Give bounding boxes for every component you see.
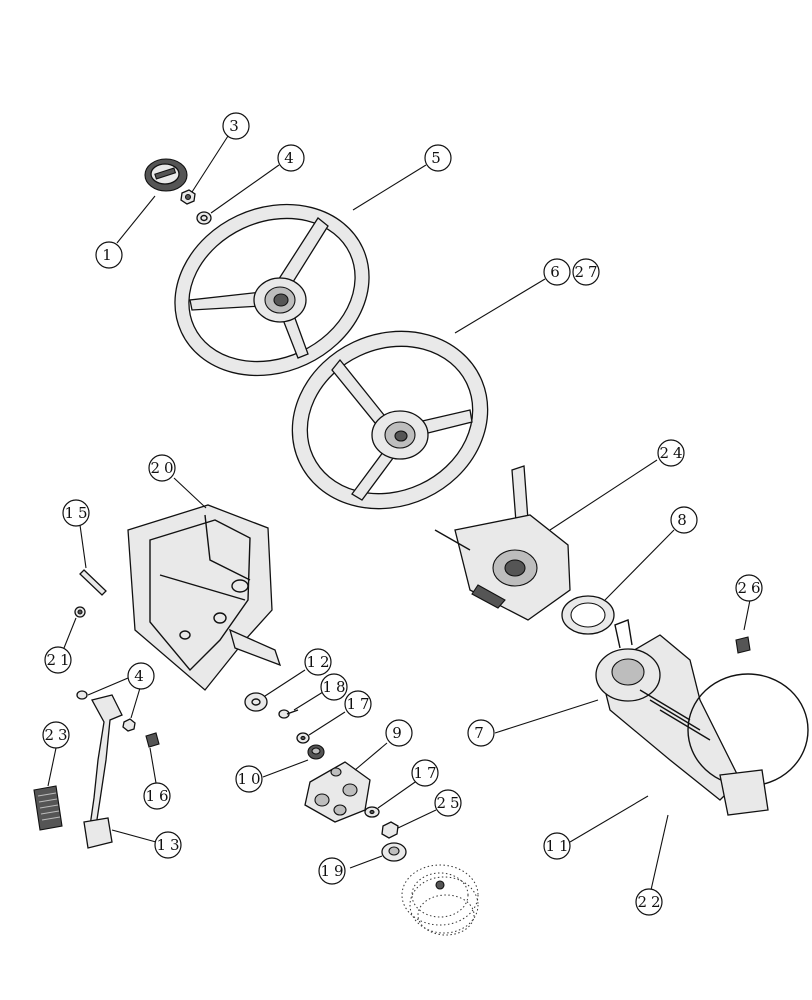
- svg-text:21: 21: [46, 651, 73, 669]
- callout-17-lower: 17: [411, 759, 440, 787]
- callout-3: 3: [222, 112, 250, 140]
- svg-text:9: 9: [392, 724, 406, 742]
- part-4-fastener-lower: [76, 690, 136, 732]
- svg-text:3: 3: [229, 117, 243, 135]
- part-13-pedal-arm: [83, 694, 123, 849]
- svg-text:25: 25: [436, 794, 463, 812]
- part-20-bracket: [127, 504, 282, 691]
- svg-text:10: 10: [237, 770, 264, 788]
- part-19-seal: [381, 842, 407, 862]
- callouts: 1 3 4 5 6 27 20 24: [42, 112, 764, 916]
- callout-21: 21: [44, 646, 73, 674]
- callout-7: 7: [467, 719, 495, 747]
- svg-text:1: 1: [102, 246, 116, 264]
- leader-lines: [47, 135, 751, 891]
- part-24-control-head: [434, 465, 571, 621]
- part-6-steering-wheel: [291, 330, 489, 510]
- callout-12: 12: [304, 648, 333, 676]
- part-17-washer-lower: [364, 806, 380, 818]
- svg-text:5: 5: [431, 149, 445, 167]
- part-5-steering-wheel: [174, 203, 370, 377]
- part-17-washer-upper: [296, 732, 310, 744]
- callout-20: 20: [148, 454, 177, 482]
- callout-9: 9: [385, 719, 413, 747]
- part-3-nut: [180, 189, 196, 205]
- part-4-washer: [196, 211, 212, 225]
- part-25-nut: [381, 821, 399, 839]
- svg-text:11: 11: [545, 837, 572, 855]
- svg-text:19: 19: [320, 862, 347, 880]
- callout-8: 8: [670, 506, 698, 534]
- phantom-assembly: [401, 864, 479, 936]
- callout-10: 10: [235, 765, 264, 793]
- part-16-pad: [145, 732, 160, 748]
- svg-text:24: 24: [659, 444, 686, 462]
- svg-text:27: 27: [574, 263, 601, 281]
- part-10-bushing: [307, 744, 325, 760]
- svg-text:13: 13: [156, 836, 183, 854]
- svg-text:15: 15: [64, 504, 91, 522]
- svg-text:4: 4: [134, 667, 148, 685]
- part-12-washer: [244, 692, 268, 712]
- svg-text:26: 26: [737, 579, 764, 597]
- part-8-ring: [561, 595, 615, 635]
- svg-text:12: 12: [306, 653, 333, 671]
- callout-27: 27: [572, 258, 601, 286]
- part-18-screw: [278, 709, 299, 719]
- part-26-clip: [735, 636, 751, 654]
- callout-18: 18: [320, 673, 349, 701]
- svg-text:23: 23: [44, 726, 71, 744]
- callout-5: 5: [424, 144, 452, 172]
- svg-text:22: 22: [637, 893, 664, 911]
- svg-text:7: 7: [474, 724, 488, 742]
- part-1-horn-cap: [144, 158, 188, 192]
- part-21-nut: [74, 606, 86, 618]
- callout-4-lower: 4: [127, 662, 155, 690]
- svg-text:18: 18: [322, 678, 349, 696]
- svg-text:6: 6: [550, 263, 564, 281]
- callout-16: 16: [143, 782, 172, 810]
- callout-26: 26: [735, 574, 764, 602]
- callout-22: 22: [635, 888, 664, 916]
- svg-text:16: 16: [145, 787, 172, 805]
- part-23-pedal-pad: [33, 785, 63, 831]
- callout-17-upper: 17: [344, 690, 373, 718]
- callout-13: 13: [154, 831, 183, 859]
- callout-23: 23: [42, 721, 71, 749]
- part-7-steering-column: [595, 619, 809, 816]
- svg-text:8: 8: [677, 511, 691, 529]
- callout-11: 11: [543, 832, 572, 860]
- callout-6: 6: [543, 258, 571, 286]
- callout-4-top: 4: [277, 144, 305, 172]
- callout-25: 25: [434, 789, 463, 817]
- svg-text:4: 4: [284, 149, 298, 167]
- callout-15: 15: [62, 499, 91, 527]
- part-9-valve: [304, 761, 371, 823]
- callout-24: 24: [657, 439, 686, 467]
- svg-text:17: 17: [413, 764, 440, 782]
- svg-text:20: 20: [150, 459, 177, 477]
- callout-1: 1: [95, 241, 123, 269]
- part-15-pin: [79, 569, 107, 596]
- callout-19: 19: [318, 857, 347, 885]
- svg-text:17: 17: [346, 695, 373, 713]
